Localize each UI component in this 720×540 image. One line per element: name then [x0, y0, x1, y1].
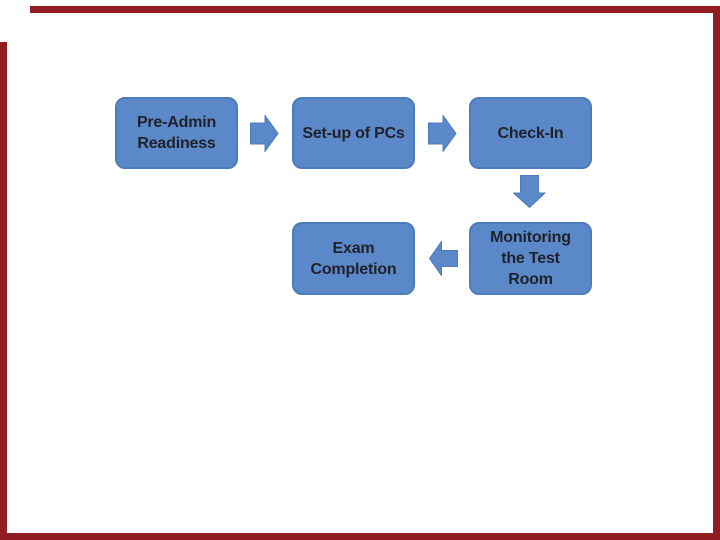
flow-step-pre-admin-readiness: Pre-Admin Readiness	[115, 97, 238, 169]
flow-step-label-line: the Test	[501, 250, 560, 267]
flow-step-monitoring-the-test-room: Monitoring the Test Room	[469, 222, 592, 295]
flow-step-label-line: Readiness	[137, 135, 216, 152]
flow-step-label-line: Check-In	[497, 124, 564, 142]
arrow-right-icon	[250, 115, 279, 152]
flow-step-exam-completion: Exam Completion	[292, 222, 415, 295]
arrow-down-icon	[513, 175, 546, 208]
arrow-right-icon	[428, 115, 457, 152]
flow-step-check-in: Check-In	[469, 97, 592, 169]
arrow-left-icon	[429, 241, 458, 276]
flow-step-label-line: Room	[508, 271, 553, 288]
frame-border-top	[30, 6, 720, 13]
frame-border-bottom	[0, 533, 720, 540]
flow-step-label-line: Pre-Admin	[136, 114, 217, 131]
flow-step-set-up-of-pcs: Set-up of PCs	[292, 97, 415, 169]
flow-step-label-line: Monitoring	[490, 229, 571, 246]
flow-step-label-line: Completion	[310, 260, 397, 278]
frame-border-right	[713, 6, 720, 540]
frame-border-left	[0, 42, 7, 540]
flow-step-label-line: Set-up of PCs	[302, 124, 405, 142]
flow-step-label-line: Exam	[332, 239, 375, 257]
